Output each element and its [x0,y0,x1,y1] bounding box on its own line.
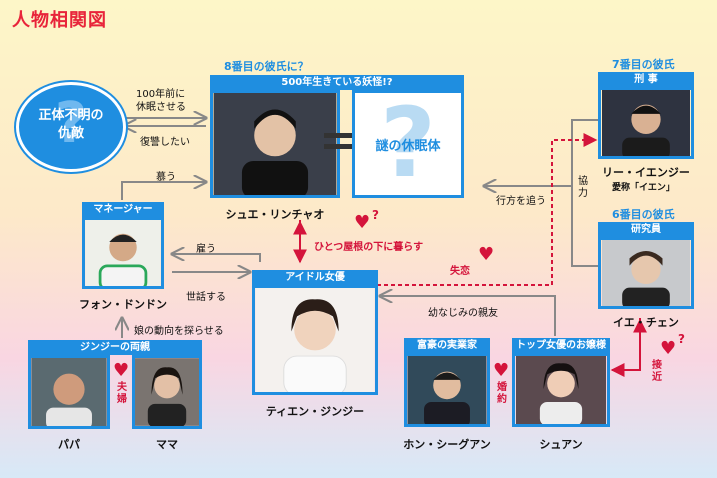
relation-li-to-mystery: 行方を追う [496,196,546,207]
relation-tian-shuan: 幼なじみの親友 [428,308,498,319]
portrait-icon [602,90,690,156]
portrait-icon [135,358,199,426]
portrait-icon [85,220,161,286]
mama-photo [132,355,202,429]
li-name: リー・イエンジー [602,166,690,179]
question-icon: ? [678,332,685,346]
feng-photo [82,217,164,289]
ye-header: 研究員 [598,222,694,237]
enemy-node: ? 正体不明の仇敵 [16,82,126,172]
portrait-icon [213,93,337,195]
xue-header: 500年生きている妖怪!? [210,75,464,90]
relation-married: 夫婦 [117,382,127,405]
question-mark-icon: ? [54,91,88,156]
hong-name: ホン・シーグアン [403,438,491,451]
question-icon: ? [372,208,379,222]
equals-icon [324,133,354,151]
shuan-photo [512,353,610,427]
li-alias: 愛称「イエン」 [612,183,675,193]
feng-name: フォン・ドンドン [79,298,167,311]
heart-icon: ♥ [660,338,677,359]
xue-name: シュエ・リンチャオ [225,208,325,221]
tian-header: アイドル女優 [252,270,378,285]
parents-header: ジンジーの両親 [28,340,202,355]
relation-li-ye: 協力 [578,176,588,199]
relation-tian-employ-feng: 雇う [196,244,216,255]
question-mark-icon: ? [380,90,436,198]
shuan-header: トップ女優のお嬢様 [512,338,610,353]
heart-icon: ♥ [113,360,130,381]
portrait-icon [602,240,690,306]
relation-xue-to-enemy: 復讐したい [140,137,190,148]
papa-name: パパ [58,438,80,451]
portrait-icon [407,356,487,424]
portrait-icon [515,356,607,424]
relation-xue-tian: ひとつ屋根の下に暮らす [314,242,424,253]
heart-icon: ♥ [354,212,371,233]
relation-ye-shuan: 接近 [652,360,662,383]
ye-photo [598,237,694,309]
relation-feng-care-tian: 世話する [186,292,226,303]
papa-photo [28,355,110,429]
ye-top-title: 6番目の彼氏 [612,208,675,221]
hong-photo [404,353,490,427]
enemy-label: 正体不明の仇敵 [38,108,104,141]
xue-photo [210,90,340,198]
relation-enemy-to-xue: 100年前に休眠させる [136,89,186,113]
relation-feng-to-xue: 慕う [156,172,176,183]
heart-icon: ♥ [493,360,510,381]
xue-top-title: 8番目の彼氏に？ [224,60,309,73]
broken-heart-icon: ♥ [478,244,495,265]
portrait-icon [31,358,107,426]
ye-name: イエ・チェン [613,316,679,329]
tian-name: ティエン・ジンジー [265,405,365,418]
relation-tian-li: 失恋 [450,266,470,277]
relation-engaged: 婚約 [497,382,507,405]
tian-photo [252,285,378,395]
li-photo [598,87,694,159]
li-header: 刑 事 [598,72,694,87]
hong-header: 富豪の実業家 [404,338,490,353]
relation-parents-to-feng: 娘の動向を探らせる [134,326,224,337]
mystery-node: ? 謎の休眠体 [352,90,464,198]
page-title: 人物相関図 [12,10,107,31]
li-top-title: 7番目の彼氏 [612,58,675,71]
portrait-icon [255,288,375,392]
feng-header: マネージャー [82,202,164,217]
mystery-label: 謎の休眠体 [375,139,441,154]
mama-name: ママ [156,438,178,451]
shuan-name: シュアン [539,438,583,451]
